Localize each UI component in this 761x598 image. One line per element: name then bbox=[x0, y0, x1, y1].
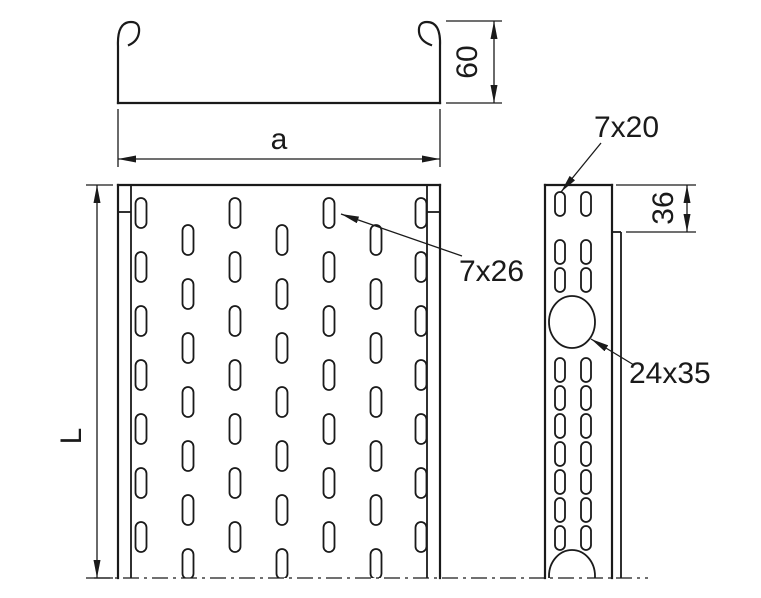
side-slot bbox=[554, 525, 566, 551]
side-slot bbox=[580, 357, 592, 383]
callout-web-slot: 7x26 bbox=[340, 213, 524, 288]
section-left-wall-hook bbox=[116, 20, 141, 105]
label-7x20: 7x20 bbox=[594, 111, 659, 144]
side-slot bbox=[554, 267, 566, 293]
side-slot bbox=[580, 525, 592, 551]
plan-slot bbox=[275, 494, 289, 526]
plan-slot bbox=[414, 359, 428, 391]
plan-slot bbox=[228, 305, 242, 337]
side-perforation-slots bbox=[548, 191, 596, 578]
side-slot bbox=[580, 469, 592, 495]
plan-slot bbox=[275, 386, 289, 418]
dim-L-label: L bbox=[55, 428, 88, 445]
plan-slot bbox=[275, 548, 289, 578]
plan-slot bbox=[369, 548, 383, 578]
side-slot bbox=[554, 469, 566, 495]
label-24x35: 24x35 bbox=[629, 357, 711, 390]
plan-slot bbox=[322, 359, 336, 391]
plan-slot bbox=[414, 305, 428, 337]
plan-slot bbox=[369, 440, 383, 472]
plan-slot bbox=[322, 413, 336, 445]
plan-slot bbox=[275, 224, 289, 256]
dim-a-label: a bbox=[271, 123, 288, 156]
plan-slot bbox=[322, 197, 336, 229]
dimension-height-60: 60 bbox=[446, 20, 502, 104]
dim-60-label: 60 bbox=[451, 45, 484, 78]
plan-slot bbox=[134, 251, 148, 283]
plan-slot bbox=[134, 305, 148, 337]
plan-slot bbox=[369, 386, 383, 418]
plan-slot bbox=[369, 224, 383, 256]
dimension-width-a: a bbox=[117, 109, 441, 167]
plan-slot bbox=[181, 386, 195, 418]
plan-slot bbox=[181, 278, 195, 310]
side-slot bbox=[554, 385, 566, 411]
dim-36-label: 36 bbox=[647, 191, 680, 224]
plan-slot bbox=[134, 359, 148, 391]
side-slot bbox=[580, 497, 592, 523]
plan-slot bbox=[414, 467, 428, 499]
side-view bbox=[543, 183, 622, 580]
plan-slot bbox=[134, 197, 148, 229]
plan-slot bbox=[228, 251, 242, 283]
plan-slot bbox=[181, 224, 195, 256]
plan-slot bbox=[134, 467, 148, 499]
plan-slot bbox=[228, 467, 242, 499]
plan-slot bbox=[322, 305, 336, 337]
dimension-length-L: L bbox=[55, 184, 113, 579]
cross-section-view bbox=[116, 20, 442, 105]
leader-7x26 bbox=[340, 213, 463, 257]
plan-slot bbox=[369, 332, 383, 364]
plan-slot bbox=[322, 251, 336, 283]
plan-slot bbox=[181, 440, 195, 472]
plan-slot bbox=[322, 467, 336, 499]
label-7x26: 7x26 bbox=[459, 255, 524, 288]
plan-view bbox=[116, 183, 442, 580]
side-slot bbox=[554, 441, 566, 467]
plan-slot bbox=[275, 440, 289, 472]
plan-slot bbox=[414, 197, 428, 229]
plan-slot bbox=[228, 197, 242, 229]
plan-slot bbox=[228, 413, 242, 445]
plan-slot bbox=[414, 521, 428, 553]
side-slot bbox=[580, 385, 592, 411]
oval-hole bbox=[548, 549, 596, 578]
side-slot bbox=[580, 441, 592, 467]
plan-slot bbox=[275, 332, 289, 364]
side-slot bbox=[554, 413, 566, 439]
side-slot bbox=[580, 413, 592, 439]
plan-slot bbox=[228, 359, 242, 391]
plan-slot bbox=[322, 521, 336, 553]
plan-slot bbox=[134, 521, 148, 553]
oval-hole bbox=[548, 295, 596, 349]
plan-slot bbox=[181, 494, 195, 526]
plan-slot bbox=[228, 521, 242, 553]
plan-slot bbox=[181, 332, 195, 364]
side-slot bbox=[580, 239, 592, 265]
side-slot bbox=[554, 239, 566, 265]
plan-slot bbox=[369, 494, 383, 526]
plan-slot bbox=[414, 413, 428, 445]
leader-7x20 bbox=[560, 142, 602, 193]
plan-slot bbox=[134, 413, 148, 445]
side-slot bbox=[580, 267, 592, 293]
plan-slot bbox=[275, 278, 289, 310]
section-right-wall-hook bbox=[417, 20, 442, 105]
plan-slot bbox=[181, 548, 195, 578]
plan-perforation-slots bbox=[134, 197, 428, 578]
side-slot bbox=[554, 357, 566, 383]
callout-oval-hole: 24x35 bbox=[590, 338, 711, 390]
callout-flange-slot: 7x20 bbox=[560, 111, 659, 193]
plan-slot bbox=[414, 251, 428, 283]
side-slot bbox=[554, 497, 566, 523]
leader-24x35 bbox=[590, 338, 635, 366]
side-slot bbox=[580, 191, 592, 217]
plan-slot bbox=[369, 278, 383, 310]
side-slot bbox=[554, 191, 566, 217]
dimension-flange-36: 36 bbox=[616, 184, 696, 233]
